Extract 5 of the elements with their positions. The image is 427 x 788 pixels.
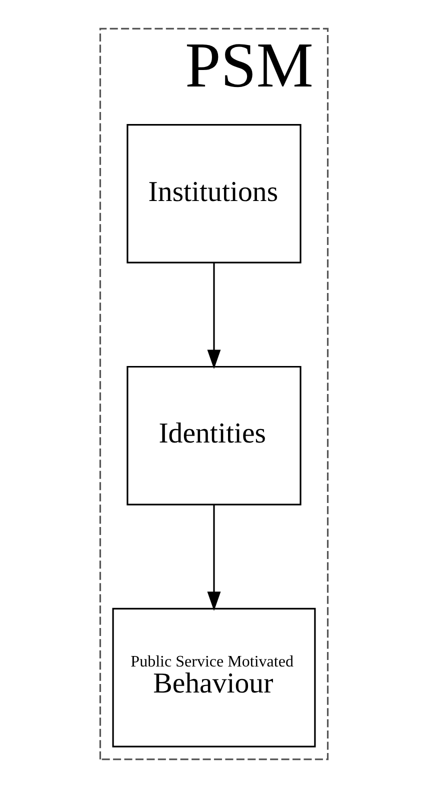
- node-box: Identities: [126, 366, 301, 506]
- node-box: Public Service Motivated Behaviour: [112, 608, 316, 748]
- arrow: [206, 263, 220, 369]
- node-box: Institutions: [126, 124, 301, 264]
- arrow: [206, 505, 220, 611]
